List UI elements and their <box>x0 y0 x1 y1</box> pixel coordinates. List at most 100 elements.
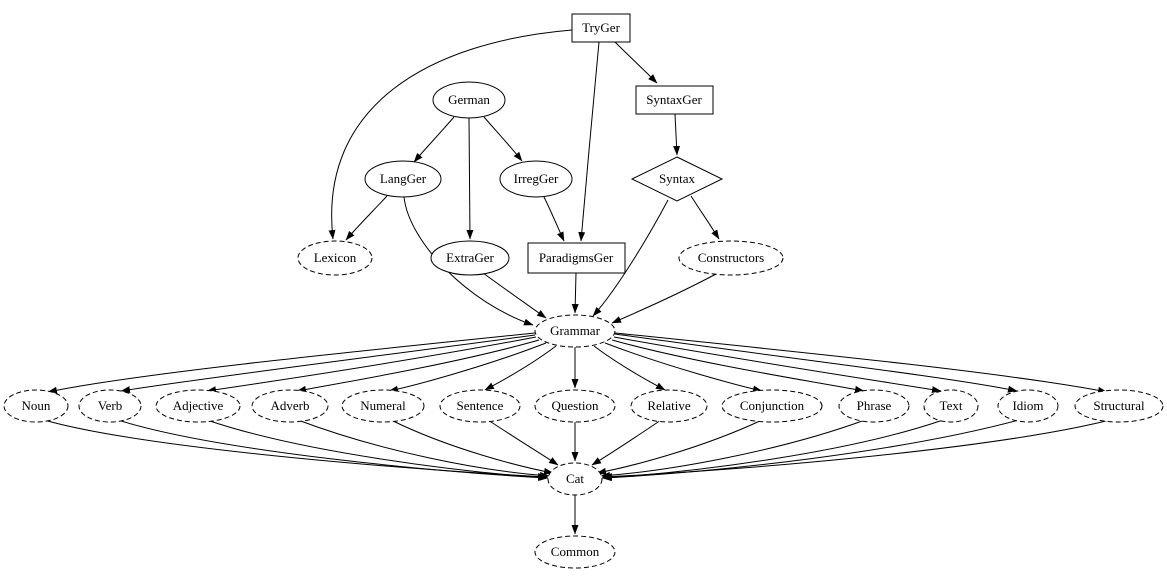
edge-grammar-phrase <box>611 339 865 393</box>
extrager-ellipse <box>430 240 510 276</box>
node-langger: LangGer <box>364 160 442 198</box>
syntaxger-box <box>635 85 714 115</box>
edge-grammar-text <box>613 336 942 393</box>
syntax-diamond <box>630 156 724 202</box>
relative-label: Relative <box>647 398 691 413</box>
edge-verb-cat <box>117 419 548 481</box>
node-lexicon: Lexicon <box>297 240 373 276</box>
edge-grammar-sentence <box>484 345 557 391</box>
node-syntax: Syntax <box>630 156 724 202</box>
langger-ellipse <box>364 160 442 198</box>
numeral-label: Numeral <box>360 398 406 413</box>
edge-tryger-syntaxger <box>614 41 658 84</box>
edge-german-extrager <box>466 117 474 240</box>
edge-idiom-cat <box>602 419 1020 482</box>
node-relative: Relative <box>630 389 708 423</box>
syntaxger-label: SyntaxGer <box>646 92 702 107</box>
phrase-ellipse <box>838 389 910 423</box>
tryger-box <box>571 13 631 43</box>
german-label: German <box>448 92 490 107</box>
edge-constructors-grammar <box>611 273 717 324</box>
common-label: Common <box>551 544 600 559</box>
common-ellipse <box>534 535 616 569</box>
node-tryger: TryGer <box>571 13 631 43</box>
edge-structural-cat <box>602 419 1111 481</box>
edge-extrager-grammar <box>482 272 547 319</box>
node-constructors: Constructors <box>678 240 784 276</box>
structural-label: Structural <box>1093 398 1145 413</box>
sentence-label: Sentence <box>457 398 504 413</box>
edge-syntax-grammar <box>592 199 669 317</box>
idiom-ellipse <box>997 389 1059 423</box>
conjunction-ellipse <box>721 389 823 423</box>
cat-ellipse <box>547 462 603 496</box>
edge-grammar-noun <box>47 332 536 394</box>
edge-conjunction-cat <box>596 419 763 475</box>
lexicon-ellipse <box>297 240 373 276</box>
node-paradigmsger: ParadigmsGer <box>527 242 626 274</box>
verb-label: Verb <box>98 398 123 413</box>
edge-irregger-paradigmsger <box>543 196 565 242</box>
edge-syntax-constructors <box>690 195 720 240</box>
edge-tryger-lexicon <box>328 29 573 240</box>
constructors-label: Constructors <box>698 250 764 265</box>
irregger-label: IrregGer <box>514 171 559 186</box>
text-ellipse <box>923 389 979 423</box>
edges <box>43 29 1111 535</box>
idiom-label: Idiom <box>1012 398 1043 413</box>
adjective-ellipse <box>155 389 241 423</box>
node-text: Text <box>923 389 979 423</box>
node-adjective: Adjective <box>155 389 241 423</box>
edge-sentence-cat <box>487 419 559 466</box>
sentence-ellipse <box>439 389 521 423</box>
node-grammar: Grammar <box>534 314 616 348</box>
edge-german-langger <box>413 116 455 163</box>
node-phrase: Phrase <box>838 389 910 423</box>
node-verb: Verb <box>78 389 142 423</box>
edge-phrase-cat <box>600 419 866 479</box>
node-syntaxger: SyntaxGer <box>635 85 714 115</box>
edge-grammar-idiom <box>614 333 1018 393</box>
adjective-label: Adjective <box>173 398 224 413</box>
edge-syntaxger-syntax <box>673 113 681 156</box>
edge-tryger-paradigmsger <box>578 41 600 242</box>
grammar-label: Grammar <box>550 323 600 338</box>
numeral-ellipse <box>341 389 425 423</box>
question-label: Question <box>552 398 599 413</box>
cat-label: Cat <box>566 471 584 486</box>
paradigmsger-label: ParadigmsGer <box>539 250 614 265</box>
node-cat: Cat <box>547 462 603 496</box>
edge-grammar-conjunction <box>604 342 763 393</box>
edge-relative-cat <box>591 419 662 466</box>
edge-langger-lexicon <box>345 195 388 241</box>
text-label: Text <box>940 398 963 413</box>
relative-ellipse <box>630 389 708 423</box>
edge-paradigmsger-grammar <box>571 272 579 314</box>
noun-label: Noun <box>22 398 51 413</box>
edge-german-irregger <box>483 116 523 162</box>
question-ellipse <box>534 389 616 423</box>
langger-label: LangGer <box>380 171 427 186</box>
node-extrager: ExtraGer <box>430 240 510 276</box>
tryger-label: TryGer <box>582 20 620 35</box>
verb-ellipse <box>78 389 142 423</box>
structural-ellipse <box>1074 389 1164 423</box>
edge-grammar-verb <box>120 334 536 394</box>
node-idiom: Idiom <box>997 389 1059 423</box>
grammar-ellipse <box>534 314 616 348</box>
edge-noun-cat <box>43 419 548 481</box>
node-german: German <box>432 81 506 119</box>
edge-grammar-adverb <box>296 339 540 393</box>
phrase-label: Phrase <box>857 398 892 413</box>
lexicon-label: Lexicon <box>314 250 357 265</box>
edge-text-cat <box>601 419 944 481</box>
paradigmsger-box <box>527 242 626 274</box>
irregger-ellipse <box>499 160 573 198</box>
edge-grammar-adjective <box>206 336 537 394</box>
german-ellipse <box>432 81 506 119</box>
constructors-ellipse <box>678 240 784 276</box>
extrager-label: ExtraGer <box>446 250 494 265</box>
node-question: Question <box>534 389 616 423</box>
